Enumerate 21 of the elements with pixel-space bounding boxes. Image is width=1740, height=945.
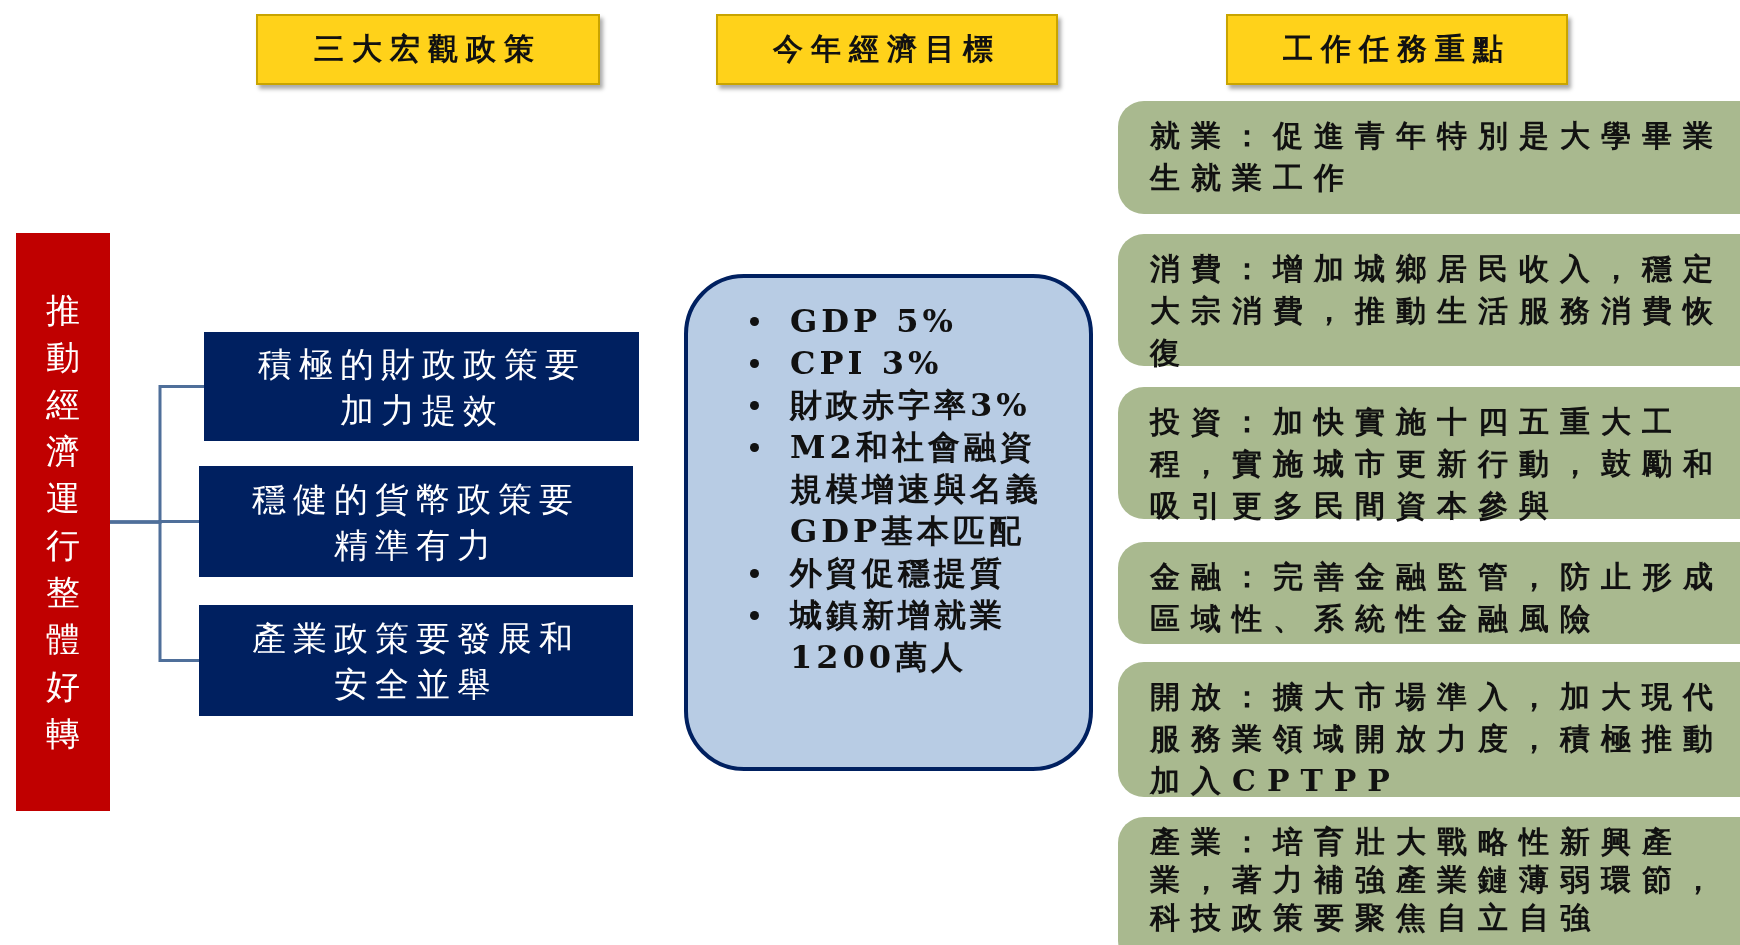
bullet-text: GDP 5%	[790, 302, 957, 340]
bullet-text: 外貿促穩提質	[790, 554, 1006, 592]
task-box: 就業：促進青年特別是大學畢業生就業工作	[1118, 101, 1740, 214]
task-box: 金融：完善金融監管，防止形成區域性、系統性金融風險	[1118, 542, 1740, 644]
policy-box: 積極的財政政策要加力提效	[204, 332, 639, 441]
header-box: 三大宏觀政策	[256, 14, 600, 85]
header-box: 今年經濟目標	[716, 14, 1058, 85]
target-box	[684, 274, 1093, 771]
policy-box: 穩健的貨幣政策要精準有力	[199, 466, 633, 577]
task-box: 消費：增加城鄉居民收入，穩定大宗消費，推動生活服務消費恢復	[1118, 234, 1740, 366]
bullet-text: 城鎮新增就業1200萬人	[790, 596, 1006, 676]
bullet-text: CPI 3%	[790, 344, 943, 382]
task-box: 開放：擴大市場準入，加大現代服務業領域開放力度，積極推動加入CPTPP	[1118, 662, 1740, 797]
header-box: 工作任務重點	[1226, 14, 1568, 85]
title-bar	[16, 233, 110, 811]
connector-line	[110, 520, 199, 662]
bullet-text: 財政赤字率3%	[790, 386, 1031, 424]
title-text: 推動經濟運行整體好轉	[45, 289, 81, 755]
bullet-text: M2和社會融資規模增速與名義GDP基本匹配	[790, 428, 1042, 550]
task-box: 產業：培育壯大戰略性新興產業，著力補強產業鏈薄弱環節，科技政策要聚焦自立自強	[1118, 817, 1740, 945]
policy-box: 產業政策要發展和安全並舉	[199, 605, 633, 716]
